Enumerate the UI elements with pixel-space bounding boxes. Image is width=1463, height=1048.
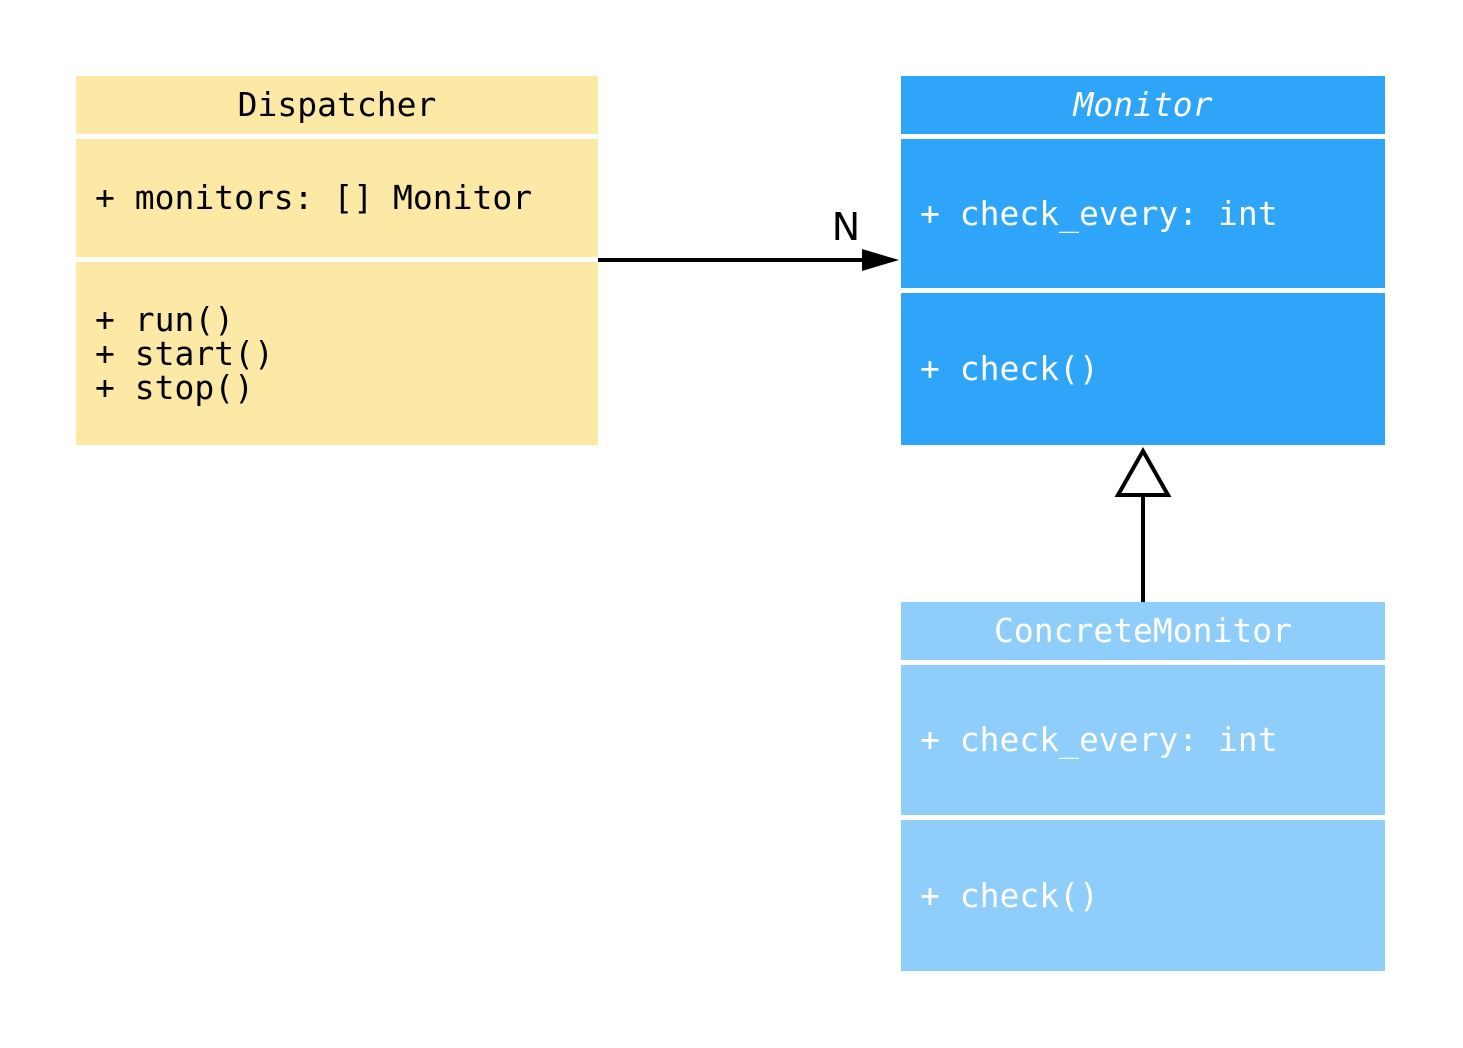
class-attributes-monitor: + check_every: int	[901, 139, 1385, 288]
class-name: ConcreteMonitor	[993, 611, 1292, 650]
class-name: Dispatcher	[237, 85, 437, 124]
attribute-line: + monitors: [] Monitor	[95, 178, 533, 217]
method-line: + run()	[95, 299, 235, 339]
attribute-line: + check_every: int	[920, 193, 1278, 233]
class-title-monitor: Monitor	[901, 76, 1385, 134]
class-methods-monitor: + check()	[901, 293, 1385, 445]
class-methods-concrete-monitor: + check()	[901, 820, 1385, 971]
class-methods-dispatcher: + run() + start() + stop()	[76, 262, 598, 445]
class-box-monitor: Monitor + check_every: int + check()	[901, 76, 1385, 445]
class-box-concrete-monitor: ConcreteMonitor + check_every: int + che…	[901, 602, 1385, 971]
class-title-dispatcher: Dispatcher	[76, 76, 598, 134]
association-arrow	[598, 249, 899, 271]
class-box-dispatcher: Dispatcher + monitors: [] Monitor + run(…	[76, 76, 598, 445]
attribute-line: + check_every: int	[920, 720, 1278, 759]
multiplicity-label: N	[831, 205, 861, 249]
method-line: + check()	[920, 875, 1099, 915]
class-title-concrete-monitor: ConcreteMonitor	[901, 602, 1385, 660]
method-line: + stop()	[95, 367, 254, 407]
class-attributes-concrete-monitor: + check_every: int	[901, 665, 1385, 815]
method-line: + check()	[920, 349, 1099, 388]
class-name: Monitor	[1073, 85, 1213, 124]
inheritance-arrow	[1114, 446, 1172, 602]
class-attributes-dispatcher: + monitors: [] Monitor	[76, 139, 598, 257]
method-line: + start()	[95, 333, 274, 373]
